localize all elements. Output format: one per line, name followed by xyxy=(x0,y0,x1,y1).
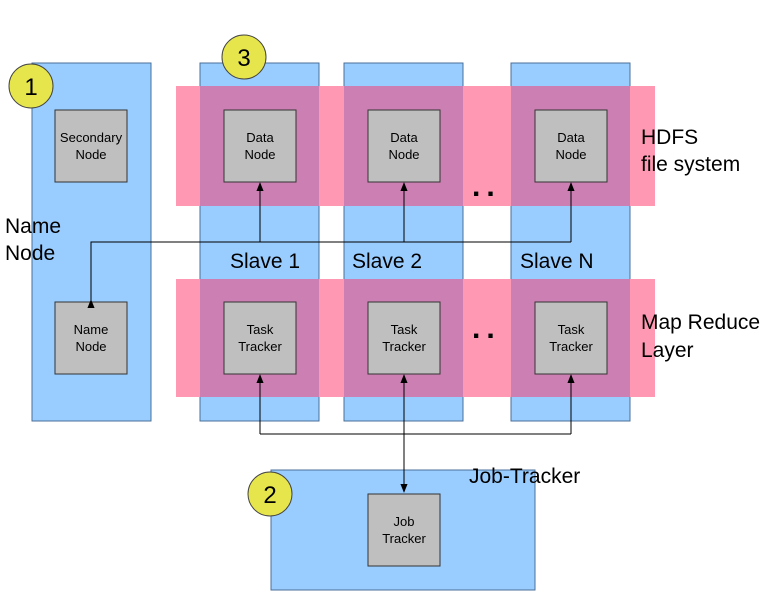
data-node-1-line2: Node xyxy=(244,147,275,162)
secondary-node-line2: Node xyxy=(75,147,106,162)
task-tracker-1-line2: Tracker xyxy=(238,339,282,354)
task-tracker-box-n xyxy=(534,301,608,375)
badge-1-circle xyxy=(8,63,54,109)
task-tracker-1-line1: Task xyxy=(247,322,274,337)
badge-3-label: 3 xyxy=(237,45,250,72)
data-node-2-line2: Node xyxy=(388,147,419,162)
mapreduce-ellipsis: .. xyxy=(472,312,501,345)
name-node-label-line2: Node xyxy=(5,242,55,265)
data-node-2-line1: Data xyxy=(390,130,418,145)
task-tracker-box-1 xyxy=(223,301,297,375)
job-tracker-box xyxy=(367,493,441,567)
data-node-1-line1: Data xyxy=(246,130,274,145)
task-tracker-n-line2: Tracker xyxy=(549,339,593,354)
hdfs-ellipsis: .. xyxy=(472,170,501,203)
name-node-box xyxy=(54,301,128,375)
data-node-box-1 xyxy=(223,109,297,183)
job-tracker-box-line1: Job xyxy=(394,514,415,529)
badge-1-label: 1 xyxy=(24,74,37,101)
task-tracker-n-line1: Task xyxy=(558,322,585,337)
data-node-n-line1: Data xyxy=(557,130,585,145)
name-node-label-line1: Name xyxy=(5,215,61,238)
slave-n-label: Slave N xyxy=(520,250,594,273)
name-node-box-line2: Node xyxy=(75,339,106,354)
name-node-box-line1: Name xyxy=(74,322,109,337)
mapreduce-label-line2: Layer xyxy=(641,339,694,362)
slave-1-label: Slave 1 xyxy=(230,250,300,273)
data-node-box-2 xyxy=(367,109,441,183)
badge-3-circle xyxy=(221,34,267,80)
badge-2-circle xyxy=(247,471,293,517)
hdfs-label-line2: file system xyxy=(641,153,740,176)
mapreduce-label-line1: Map Reduce xyxy=(641,311,760,334)
job-tracker-title: Job-Tracker xyxy=(469,465,580,488)
task-tracker-2-line1: Task xyxy=(391,322,418,337)
data-node-n-line2: Node xyxy=(555,147,586,162)
slave-2-label: Slave 2 xyxy=(352,250,422,273)
job-tracker-box-line2: Tracker xyxy=(382,531,426,546)
hdfs-label-line1: HDFS xyxy=(641,126,698,149)
badge-2-label: 2 xyxy=(263,482,276,509)
name-node-connector xyxy=(87,241,571,309)
secondary-node-line1: Secondary xyxy=(60,130,123,145)
task-tracker-2-line2: Tracker xyxy=(382,339,426,354)
data-node-box-n xyxy=(534,109,608,183)
task-tracker-box-2 xyxy=(367,301,441,375)
secondary-node-box xyxy=(54,109,128,183)
